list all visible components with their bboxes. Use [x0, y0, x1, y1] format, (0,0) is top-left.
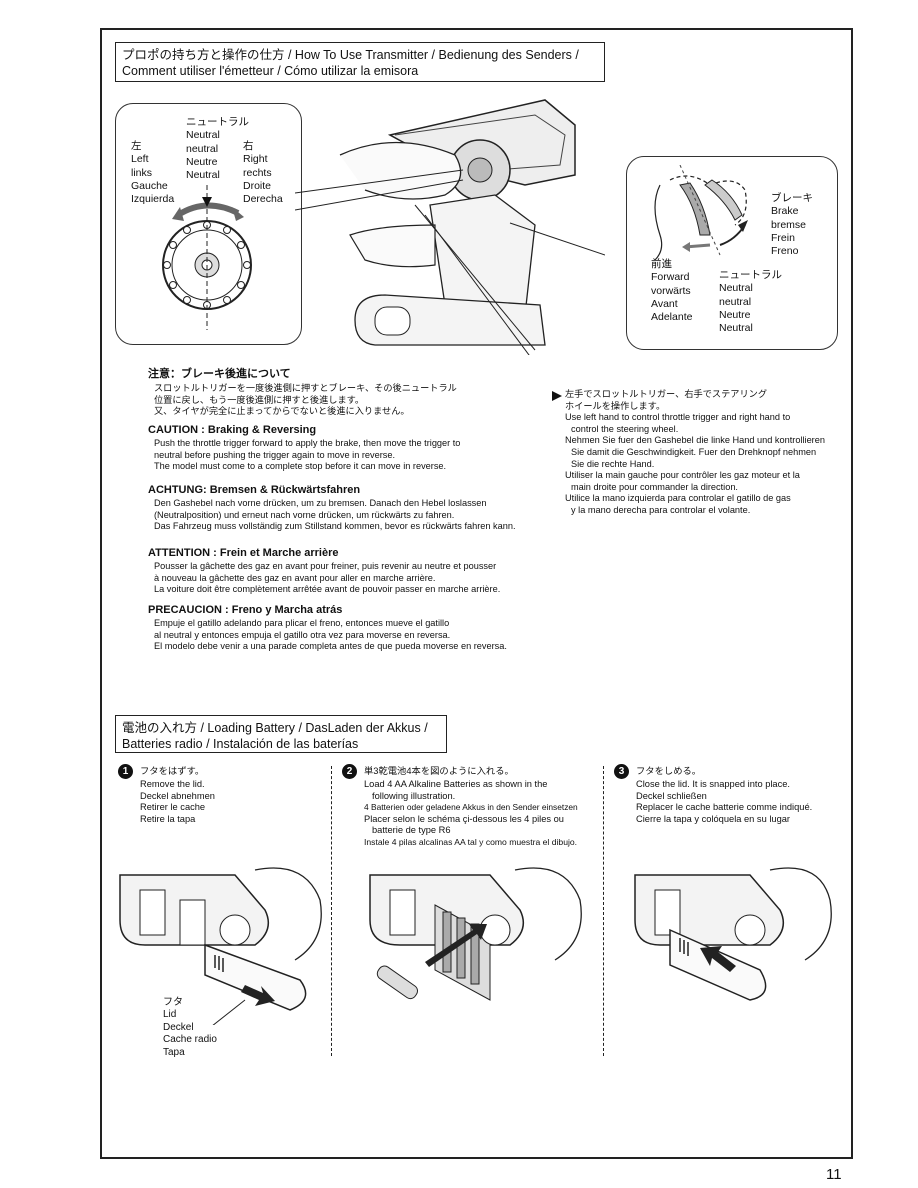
step-number-2: 2	[342, 764, 357, 779]
step-number-1: 1	[118, 764, 133, 779]
trigger-illustration	[654, 165, 748, 261]
brake-label: ブレーキ Brake bremse Frein Freno	[771, 192, 813, 258]
caution-block-en: CAUTION : Braking & Reversing Push the t…	[148, 424, 461, 472]
caution-block-de: ACHTUNG: Bremsen & Rückwärtsfahren Den G…	[148, 484, 516, 532]
neutral-label: ニュートラル Neutral neutral Neutre Neutral	[186, 116, 249, 182]
page-frame	[100, 28, 853, 1159]
steering-wheel-illustration	[162, 185, 252, 330]
section-header-battery: 電池の入れ方 / Loading Battery / DasLaden der …	[115, 715, 447, 753]
step-number-3: 3	[614, 764, 629, 779]
trigger-diagram	[626, 156, 838, 350]
close-lid-illustration	[634, 867, 832, 1001]
steering-wheel-diagram	[115, 103, 302, 345]
left-label: 左 Left links Gauche Izquierda	[131, 140, 175, 206]
lid-label: フタ Lid Deckel Cache radio Tapa	[163, 997, 217, 1058]
remove-lid-illustration	[119, 867, 322, 1025]
hand-note-arrow	[552, 391, 562, 401]
step-divider-1	[331, 766, 332, 1056]
trigger-neutral-label: ニュートラル Neutral neutral Neutre Neutral	[719, 269, 782, 335]
caution-block-ja: 注意：ブレーキ後進について スロットルトリガーを一度後進側に押すとブレーキ、その…	[148, 368, 457, 417]
hand-note: 左手でスロットルトリガー、右手でステアリング ホイールを操作します。 Use l…	[565, 389, 825, 515]
page-number: 11	[826, 1166, 842, 1183]
caution-block-fr: ATTENTION : Frein et Marche arrière Pous…	[148, 547, 501, 595]
right-label: 右 Right rechts Droite Derecha	[243, 140, 283, 206]
transmitter-illustration	[295, 99, 605, 355]
insert-batteries-illustration	[369, 867, 582, 1001]
forward-label: 前進 Forward vorwärts Avant Adelante	[651, 258, 693, 324]
section-header-transmitter: プロポの持ち方と操作の仕方 / How To Use Transmitter /…	[115, 42, 605, 82]
caution-block-es: PRECAUCION : Freno y Marcha atrás Empuje…	[148, 604, 507, 652]
step-divider-2	[603, 766, 604, 1056]
